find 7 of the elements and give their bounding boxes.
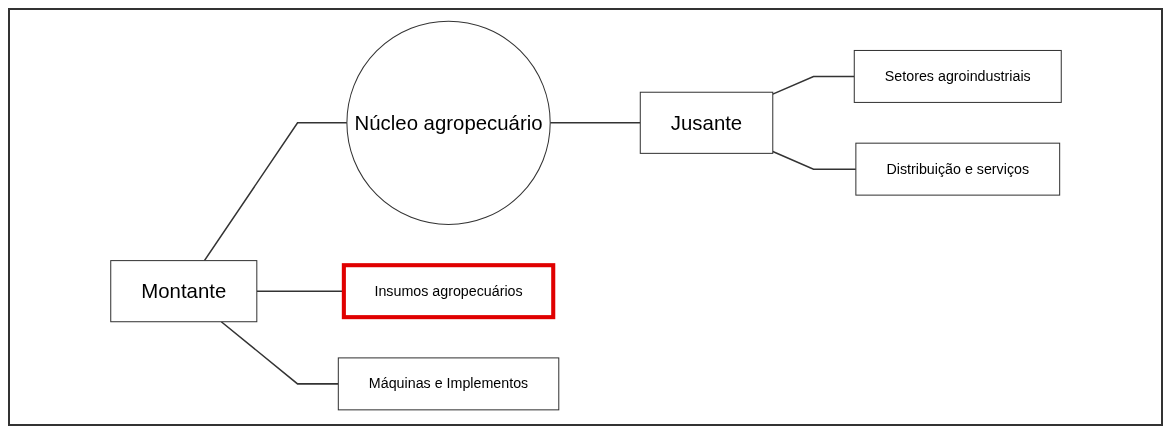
node-box: Montante [109, 259, 257, 322]
node-box: Jusante [639, 91, 773, 154]
node-box: Insumos agropecuários [341, 262, 555, 319]
node-circle: Núcleo agropecuário [345, 20, 551, 225]
node-box: Distribuição e serviços [854, 142, 1060, 196]
node-box: Setores agroindustriais [853, 49, 1062, 103]
node-box: Máquinas e Implementos [337, 356, 559, 410]
